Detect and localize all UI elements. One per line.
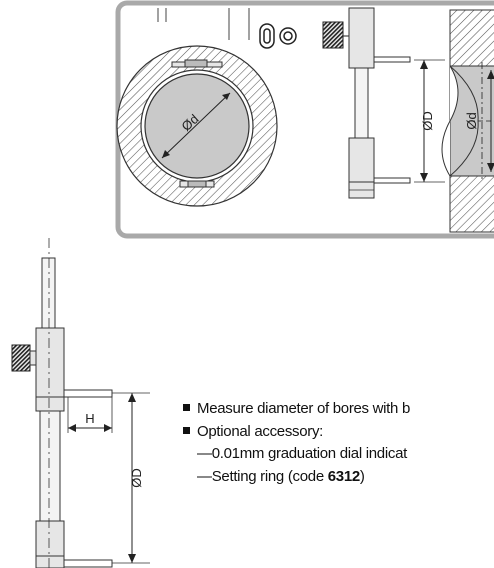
feature-item: Measure diameter of bores with b (183, 398, 494, 421)
feature-text: Optional accessory: (197, 422, 324, 440)
feature-list: Measure diameter of bores with b Optiona… (183, 398, 494, 488)
accessory-item: —Setting ring (code 6312) (183, 466, 494, 489)
bore-section: Ød (441, 9, 494, 233)
tool-height-dimension: H (67, 397, 113, 433)
bore-inner-label: Ød (464, 112, 479, 129)
tool-height-label: H (85, 411, 94, 426)
tool-diameter-label: ØD (129, 468, 144, 488)
feature-text: Measure diameter of bores with b (197, 400, 411, 417)
bullet-icon (183, 426, 190, 434)
gauge-lever-icon (259, 23, 297, 49)
tool-diameter-dimension: ØD (112, 392, 150, 564)
gauge-top-frame (157, 8, 250, 40)
gauge-upright (322, 7, 411, 199)
accessory-text: —Setting ring (code (197, 467, 328, 485)
bullet-icon (183, 404, 190, 411)
bore-outer-label: ØD (420, 111, 435, 131)
ring-contact-top (171, 59, 223, 68)
bore-gauge-drawing (11, 238, 113, 568)
feature-item: Optional accessory: (183, 421, 494, 444)
accessory-text-end: ) (359, 467, 365, 485)
accessory-code: 6312 (327, 467, 360, 485)
bore-outer-dimension: ØD (414, 59, 445, 183)
application-panel: Ød ØD (115, 0, 494, 239)
ring-contact-bottom (179, 180, 215, 188)
accessory-item: —0.01mm graduation dial indicat (183, 443, 494, 466)
accessory-text: —0.01mm graduation dial indicat (197, 445, 407, 462)
